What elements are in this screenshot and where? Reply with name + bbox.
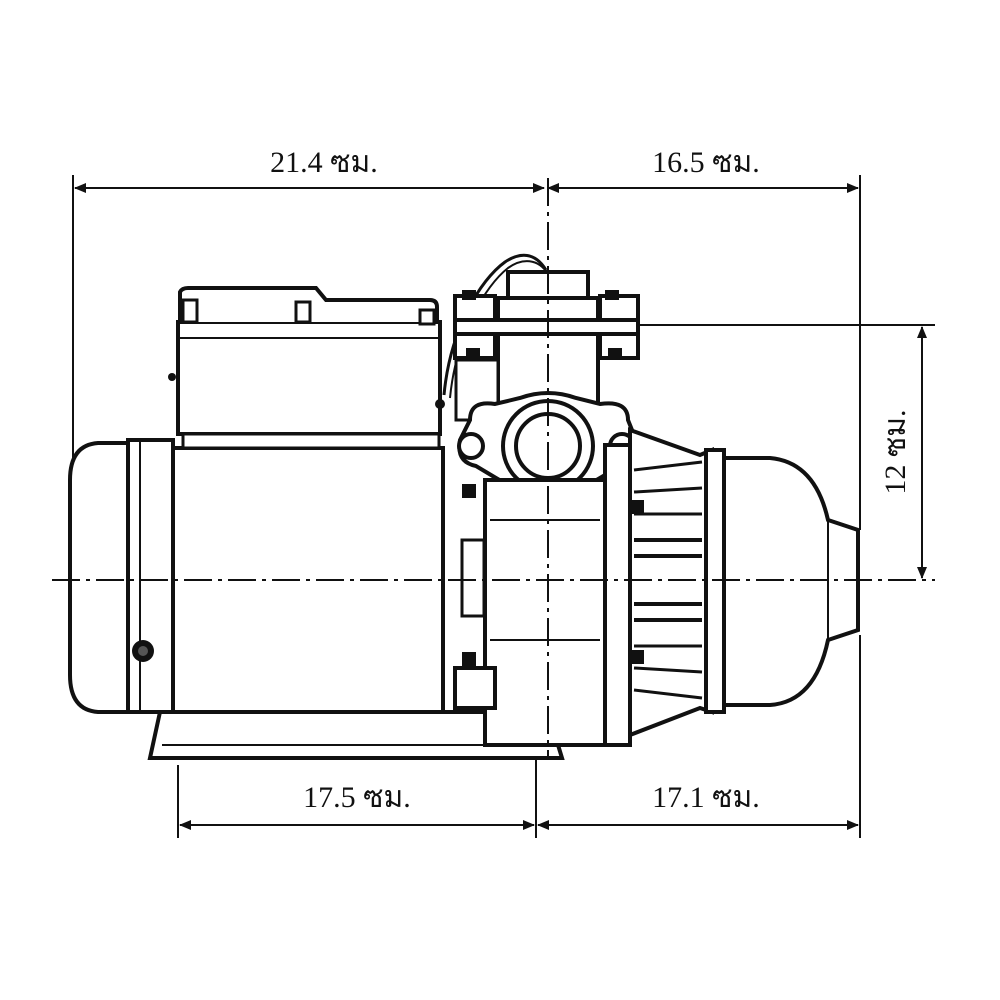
dimension-label-top-left: 21.4 ซม. (270, 146, 378, 179)
flange-bolt-left-icon (457, 432, 485, 460)
terminal-box-base (181, 432, 441, 450)
collar-bolt-2 (630, 650, 644, 664)
fin-collar-body (628, 427, 714, 738)
casing-bolt-2 (462, 652, 476, 666)
pump-body (68, 253, 860, 760)
collar-bolt-1 (630, 500, 644, 514)
fin (633, 666, 703, 674)
bolt-head-3 (605, 290, 619, 300)
bolt-head-4 (608, 348, 622, 360)
fin (633, 688, 703, 700)
dimension-label-bottom-right: 17.1 ซม. (652, 781, 760, 814)
dimension-label-top-right: 16.5 ซม. (652, 146, 760, 179)
bolt-head-1 (462, 290, 476, 300)
bolt-head-2 (466, 348, 480, 360)
lid-clip-mid (294, 300, 312, 324)
motor-end-ring (126, 438, 175, 714)
terminal-side-screw-icon (435, 399, 445, 409)
lid-clip-left (181, 298, 199, 324)
fin-collar-ring (603, 443, 632, 747)
casing-foot (453, 666, 497, 710)
motor-end-cap (68, 441, 130, 714)
casing-left-band (460, 538, 486, 618)
front-dome-cover (722, 456, 860, 707)
cooling-fins (633, 460, 703, 700)
motor-screw-center (138, 646, 148, 656)
dimension-label-bottom-left: 17.5 ซม. (303, 781, 411, 814)
lid-clip-right (418, 308, 436, 326)
fin (633, 460, 703, 472)
dimension-lines (72, 175, 935, 838)
top-flange-band (453, 318, 640, 336)
dimension-label-height: 12 ซม. (879, 409, 912, 494)
pressure-switch-wire (442, 253, 548, 396)
terminal-screw-icon (168, 373, 176, 381)
casing-bolt-1 (462, 484, 476, 498)
fin (633, 486, 703, 494)
